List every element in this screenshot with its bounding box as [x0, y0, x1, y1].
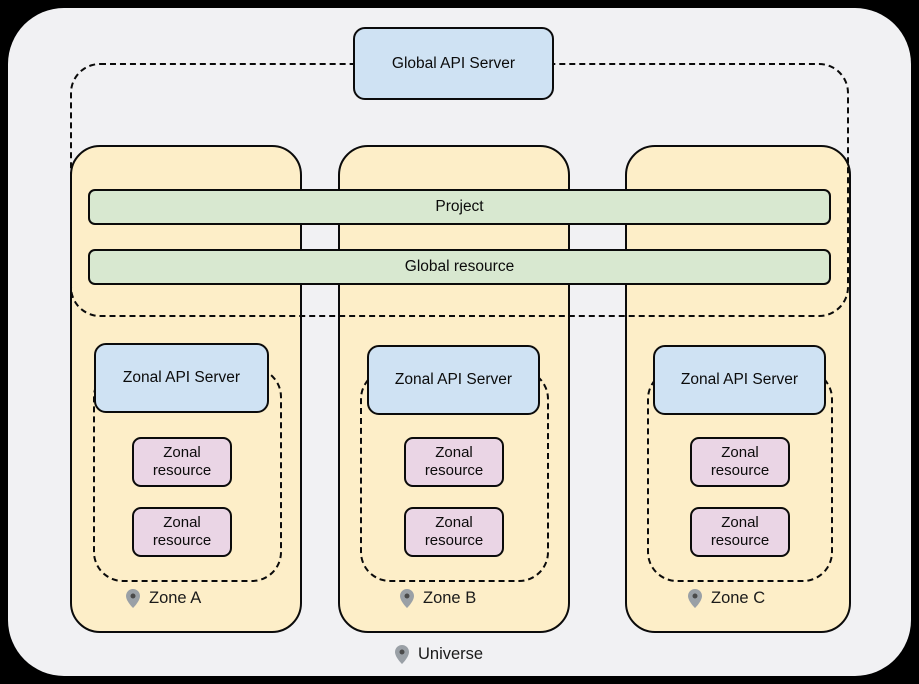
- zone-label-b: Zone B: [400, 589, 476, 608]
- zonal-resource-line2: resource: [152, 462, 212, 479]
- zonal-resource-box-c2[interactable]: Zonal resource: [690, 507, 790, 557]
- universe-label-text: Universe: [418, 645, 484, 663]
- zonal-api-server-box-a[interactable]: Zonal API Server: [94, 343, 269, 413]
- zonal-resource-box-a2[interactable]: Zonal resource: [132, 507, 232, 557]
- global-api-server-label: Global API Server: [391, 54, 516, 72]
- zonal-resource-box-c1[interactable]: Zonal resource: [690, 437, 790, 487]
- map-pin-icon: [688, 589, 702, 608]
- project-bar-label: Project: [435, 198, 484, 215]
- zonal-api-server-box-b[interactable]: Zonal API Server: [367, 345, 540, 415]
- zonal-resource-line1: Zonal: [163, 444, 201, 461]
- map-pin-icon: [400, 589, 414, 608]
- zonal-resource-line2: resource: [152, 532, 212, 549]
- zonal-api-server-box-c[interactable]: Zonal API Server: [653, 345, 826, 415]
- zonal-resource-box-b1[interactable]: Zonal resource: [404, 437, 504, 487]
- zone-label-text-b: Zone B: [423, 589, 477, 607]
- zonal-api-server-label-c: Zonal API Server: [680, 371, 799, 388]
- zone-label-c: Zone C: [688, 589, 765, 608]
- zonal-api-server-label-b: Zonal API Server: [394, 371, 513, 388]
- zonal-resource-line2: resource: [424, 462, 484, 479]
- project-bar[interactable]: Project: [88, 189, 831, 225]
- zonal-resource-line1: Zonal: [435, 514, 473, 531]
- zonal-api-server-label-a: Zonal API Server: [122, 369, 241, 386]
- map-pin-icon: [395, 645, 409, 664]
- zone-label-a: Zone A: [126, 589, 201, 608]
- zonal-resource-box-a1[interactable]: Zonal resource: [132, 437, 232, 487]
- zonal-resource-line2: resource: [424, 532, 484, 549]
- zonal-resource-line2: resource: [710, 532, 770, 549]
- zone-label-text-a: Zone A: [149, 589, 202, 607]
- zonal-resource-line1: Zonal: [721, 514, 759, 531]
- zonal-resource-line2: resource: [710, 462, 770, 479]
- universe-label: Universe: [395, 645, 483, 664]
- zonal-resource-line1: Zonal: [163, 514, 201, 531]
- global-resource-bar[interactable]: Global resource: [88, 249, 831, 285]
- global-resource-bar-label: Global resource: [404, 258, 515, 275]
- zonal-resource-line1: Zonal: [721, 444, 759, 461]
- zonal-resource-line1: Zonal: [435, 444, 473, 461]
- global-api-server-box[interactable]: Global API Server: [353, 27, 554, 100]
- zone-label-text-c: Zone C: [711, 589, 766, 607]
- map-pin-icon: [126, 589, 140, 608]
- zonal-resource-box-b2[interactable]: Zonal resource: [404, 507, 504, 557]
